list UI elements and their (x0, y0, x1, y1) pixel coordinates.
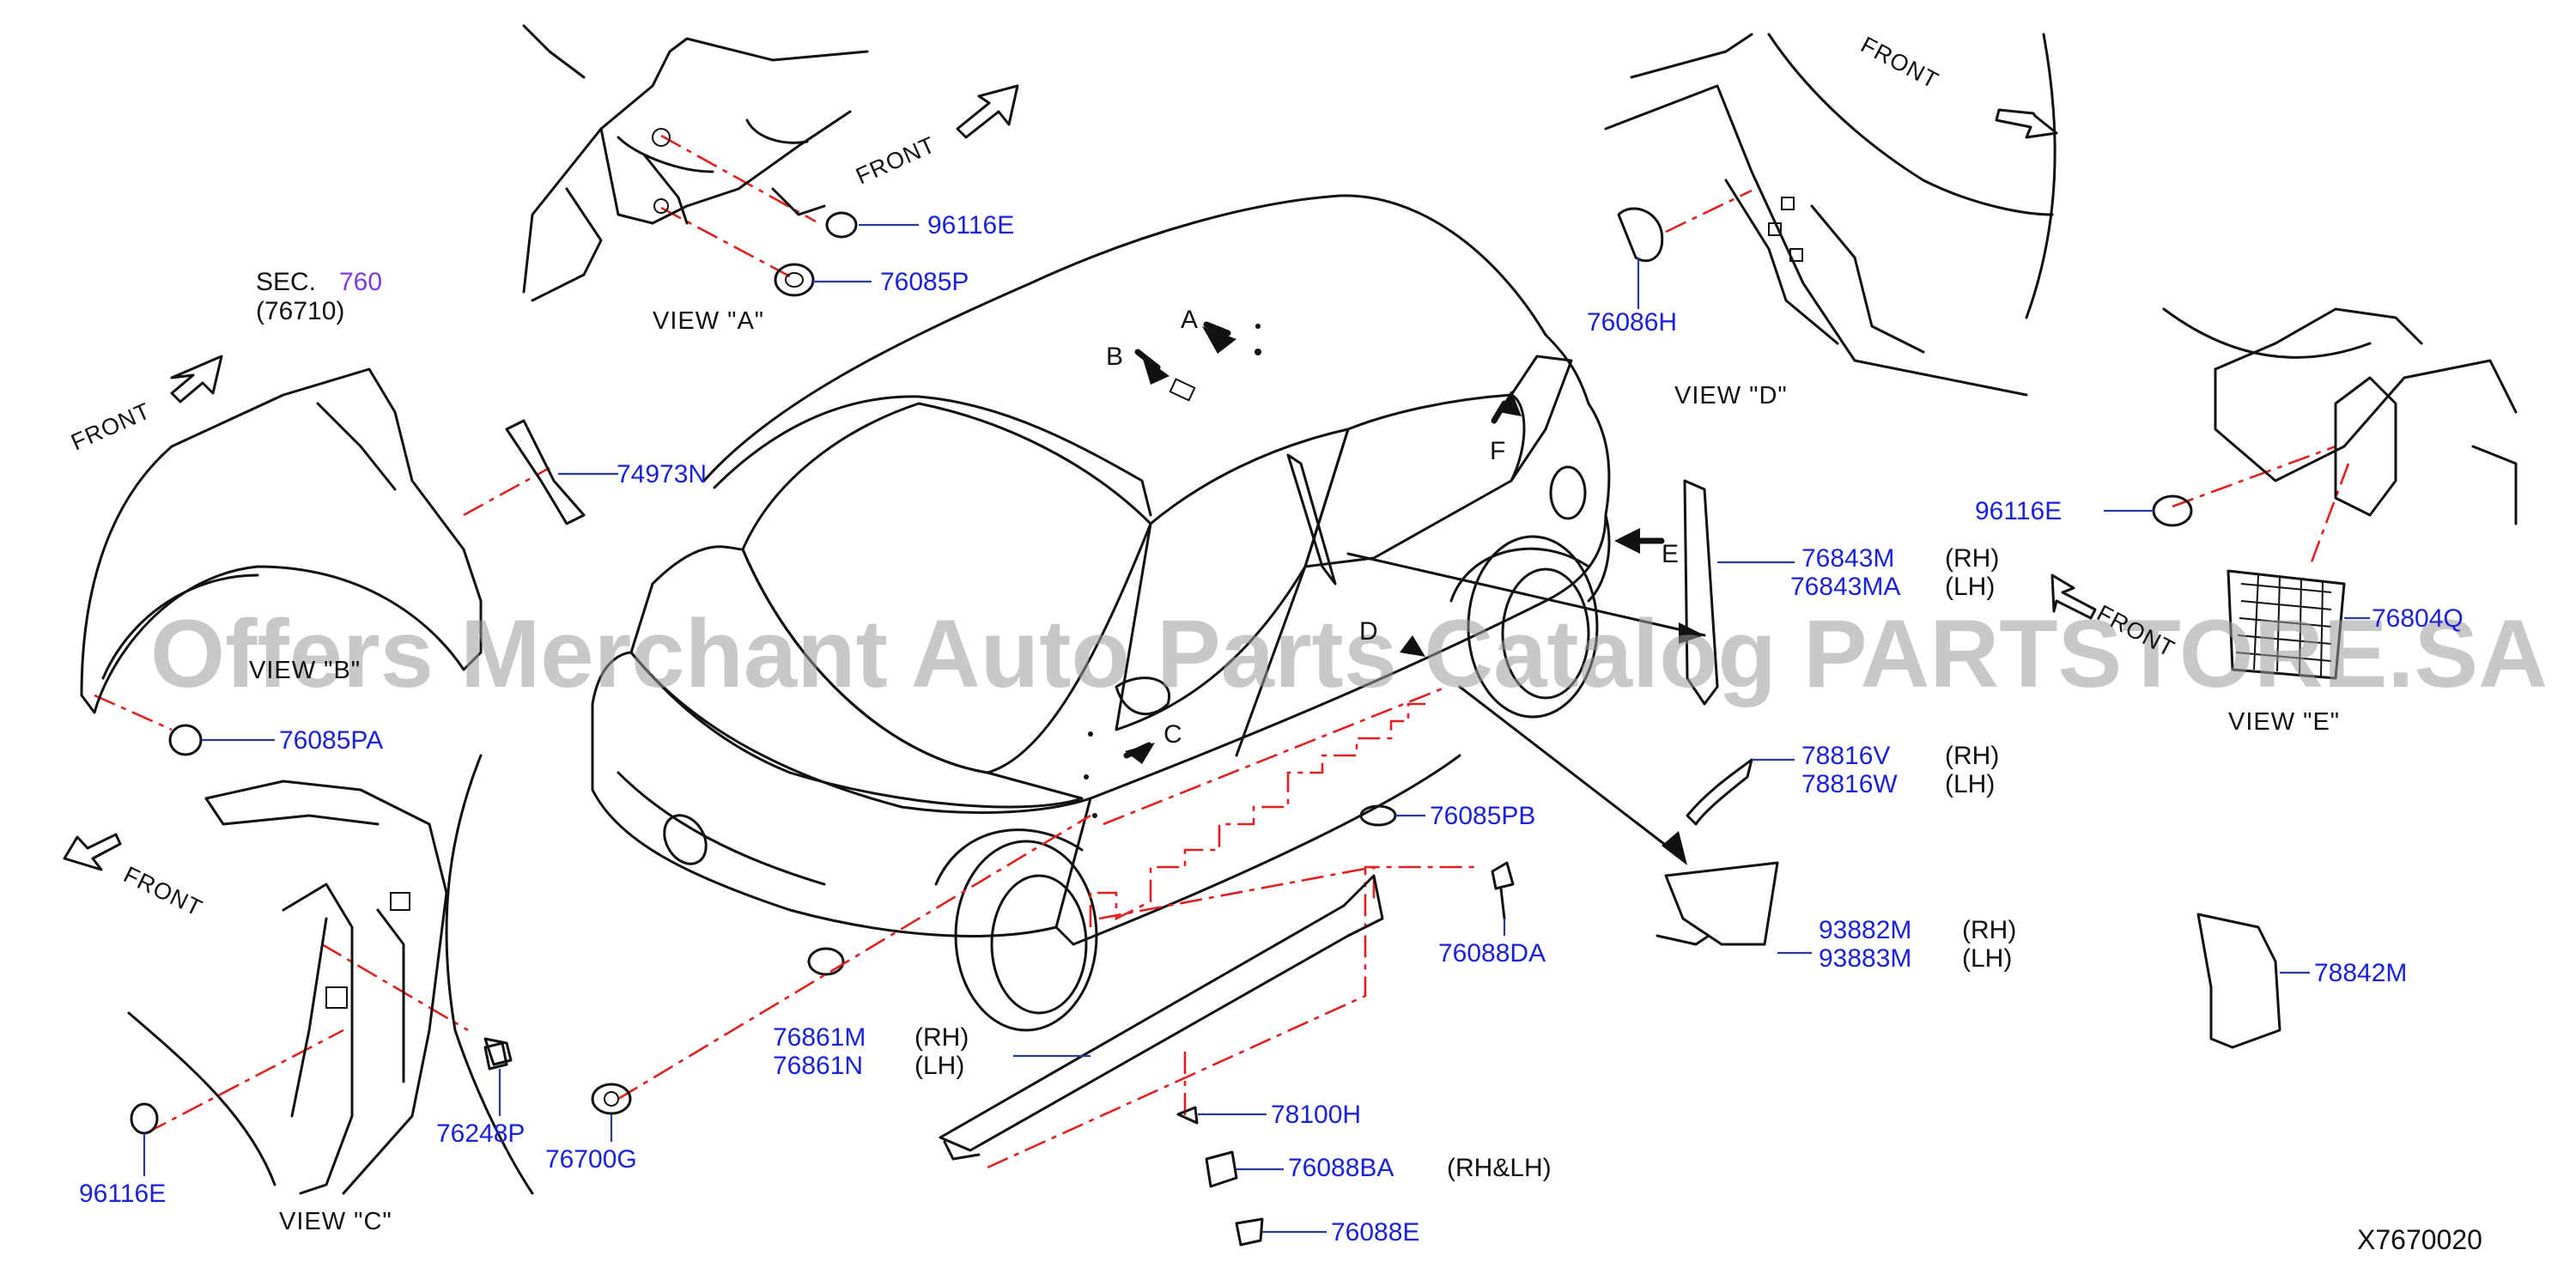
part-76085pa[interactable]: 76085PA (279, 726, 383, 755)
lh-label-93883m: (LH) (1962, 944, 2012, 973)
part-76085p[interactable]: 76085P (880, 268, 969, 296)
front-label-d: FRONT (1856, 32, 1943, 94)
part-96116e-view-e[interactable]: 96116E (1975, 497, 2062, 525)
part-76861m[interactable]: 76861M (773, 1023, 866, 1052)
view-e-detail (2152, 307, 2518, 680)
part-76861n[interactable]: 76861N (773, 1052, 863, 1080)
part-78816w[interactable]: 78816W (1801, 770, 1898, 798)
front-label-c: FRONT (119, 861, 206, 921)
view-d-label: VIEW "D" (1674, 382, 1788, 410)
callout-b: B (1106, 343, 1123, 371)
part-76843ma[interactable]: 76843MA (1790, 573, 1900, 601)
part-icons (63, 84, 2281, 1247)
part-93883m[interactable]: 93883M (1819, 944, 1911, 973)
callout-c: C (1163, 720, 1182, 749)
rh-label-93882m: (RH) (1962, 916, 2016, 944)
view-b-detail (80, 367, 586, 756)
lh-label-78816w: (LH) (1945, 770, 1995, 798)
callout-a: A (1181, 306, 1198, 334)
part-96116e-view-c[interactable]: 96116E (79, 1180, 166, 1208)
part-78100h[interactable]: 78100H (1271, 1101, 1361, 1129)
part-74973n[interactable]: 74973N (617, 460, 707, 488)
rh-label-76861m: (RH) (914, 1023, 969, 1052)
section-sub: (76710) (256, 297, 344, 325)
view-d-detail (1604, 33, 2057, 397)
part-96116e-view-a[interactable]: 96116E (927, 211, 1014, 240)
part-78842m[interactable]: 78842M (2314, 959, 2407, 987)
view-a-label: VIEW "A" (653, 307, 764, 335)
part-76085pb[interactable]: 76085PB (1430, 802, 1535, 830)
view-c-detail (127, 754, 632, 1195)
part-76248p[interactable]: 76248P (436, 1119, 525, 1148)
lh-label-76843ma: (LH) (1945, 573, 1995, 601)
callout-e: E (1662, 540, 1679, 568)
leader-lines (143, 223, 2370, 1234)
part-76088e[interactable]: 76088E (1331, 1218, 1419, 1247)
part-76700g[interactable]: 76700G (545, 1145, 637, 1174)
text-labels: FRONT FRONT FRONT FRONT FRONT VIEW "A" V… (67, 32, 2482, 1255)
front-label-b: FRONT (67, 397, 155, 455)
callout-f: F (1490, 437, 1505, 465)
part-93882m[interactable]: 93882M (1819, 916, 1911, 944)
reference-lines (94, 134, 2350, 1169)
rh-lh-label-76088ba: (RH&LH) (1447, 1154, 1552, 1182)
part-76843m[interactable]: 76843M (1801, 544, 1894, 573)
view-b-label: VIEW "B" (249, 657, 361, 684)
rh-label-76843m: (RH) (1945, 544, 1999, 573)
figure-code: X7670020 (2357, 1224, 2482, 1255)
view-c-label: VIEW "C" (279, 1208, 392, 1235)
callout-d: D (1359, 617, 1378, 646)
part-76088da[interactable]: 76088DA (1438, 939, 1546, 968)
section-prefix: SEC. (256, 268, 316, 296)
part-76804q[interactable]: 76804Q (2372, 604, 2464, 633)
callout-arrows (1123, 321, 1706, 865)
front-label-a: FRONT (852, 131, 939, 189)
watermark-text: Offers Merchant Auto Parts Catalog PARTS… (150, 600, 2548, 707)
part-78816v[interactable]: 78816V (1801, 742, 1890, 770)
section-number-link[interactable]: 760 (339, 268, 382, 296)
part-76088ba[interactable]: 76088BA (1288, 1154, 1394, 1182)
lh-label-76861n: (LH) (914, 1052, 964, 1080)
view-e-label: VIEW "E" (2228, 708, 2340, 736)
view-a-detail (522, 24, 869, 302)
part-76086h[interactable]: 76086H (1587, 308, 1677, 337)
rh-label-78816v: (RH) (1945, 742, 1999, 770)
